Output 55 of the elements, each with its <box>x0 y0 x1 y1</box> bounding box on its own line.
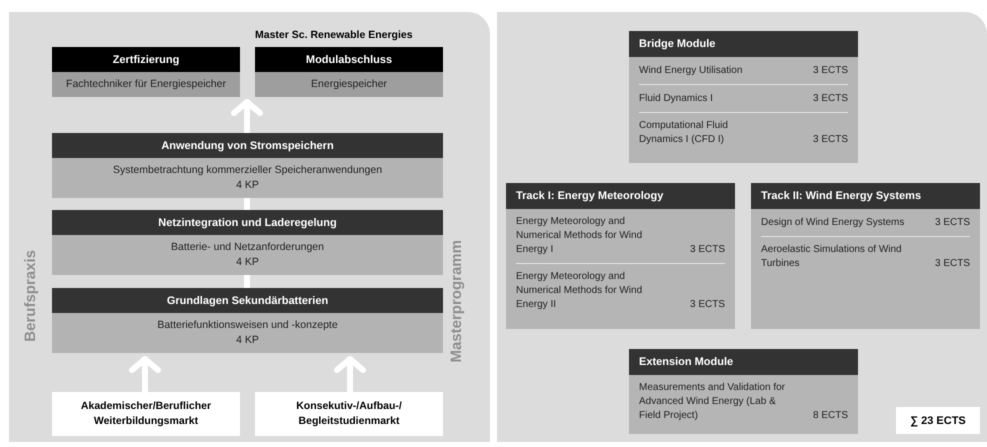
connector-line <box>244 275 250 288</box>
credit-value: 3 ECTS <box>934 216 970 230</box>
module-title: Netzintegration und Laderegelung <box>52 210 443 235</box>
course-name: Design of Wind Energy Systems <box>761 216 906 230</box>
module-card <box>506 183 735 329</box>
course-name: Measurements and Validation for Advanced Wind Energy (Lab & Field Project) <box>639 381 786 423</box>
market-box: Akademischer/Beruflicher Weiterbildungsmarkt <box>52 392 240 436</box>
module-card <box>751 183 980 329</box>
module-card <box>52 133 443 198</box>
market-box: Konsekutiv-/Aufbau-/ Begleitstudienmarkt <box>255 392 443 436</box>
credit-value: 3 ECTS <box>690 298 725 312</box>
module-description: 4 KP <box>236 178 259 193</box>
module-card <box>629 31 858 163</box>
module-title: Track I: Energy Meteorology <box>506 183 735 209</box>
course-name: Aeroelastic Simulations of Wind Turbines <box>761 243 903 271</box>
connector-line <box>244 198 250 210</box>
module-card <box>52 47 240 97</box>
module-description: Systembetrachtung kommerzieller Speicheranwendungen <box>112 163 382 178</box>
module-description: Energiespeicher <box>311 77 387 92</box>
module-title: Extension Module <box>629 349 858 375</box>
arrow <box>334 356 366 392</box>
module-card <box>255 47 443 97</box>
module-card <box>629 349 858 434</box>
side-label: Masterprogramm <box>448 240 465 363</box>
module-description: 4 KP <box>236 333 259 348</box>
caption-text: Master Sc. Renewable Energies <box>255 29 413 41</box>
module-title: Modulabschluss <box>255 47 443 72</box>
module-title: Grundlagen Sekundärbatterien <box>52 288 443 313</box>
panel-background <box>9 12 490 442</box>
course-name: Energy Meteorology and Numerical Methods for Wind Energy I <box>516 215 644 257</box>
module-title: Anwendung von Stromspeichern <box>52 133 443 158</box>
arrow <box>231 99 263 133</box>
module-description: Batterie- und Netzanforderungen <box>171 240 324 255</box>
course-name: Fluid Dynamics I <box>639 92 714 106</box>
module-title: Zertfizierung <box>52 47 240 72</box>
total-credits: ∑ 23 ECTS <box>896 407 980 434</box>
course-name: Computational Fluid Dynamics I (CFD I) <box>639 119 729 147</box>
module-card <box>52 288 443 353</box>
module-card <box>52 210 443 275</box>
module-title: Track II: Wind Energy Systems <box>751 183 980 209</box>
credit-value: 8 ECTS <box>812 409 848 423</box>
panel-background <box>497 12 987 442</box>
credit-value: 3 ECTS <box>690 243 725 257</box>
side-label: Berufspraxis <box>22 250 39 342</box>
credit-value: 3 ECTS <box>934 257 970 271</box>
module-description: Batteriefunktionsweisen und -konzepte <box>157 318 338 333</box>
module-description: 4 KP <box>236 255 259 270</box>
module-title: Bridge Module <box>629 31 858 57</box>
course-name: Energy Meteorology and Numerical Methods for Wind Energy II <box>516 270 644 312</box>
course-name: Wind Energy Utilisation <box>639 64 744 78</box>
credit-value: 3 ECTS <box>812 133 848 147</box>
credit-value: 3 ECTS <box>812 92 848 106</box>
arrow <box>129 356 161 392</box>
module-description: Fachtechniker für Energiespeicher <box>66 77 226 92</box>
credit-value: 3 ECTS <box>812 64 848 78</box>
